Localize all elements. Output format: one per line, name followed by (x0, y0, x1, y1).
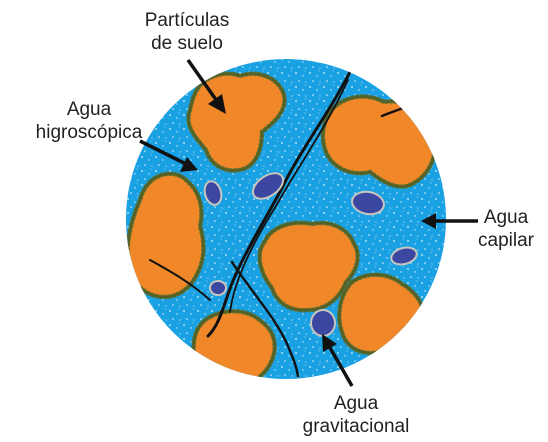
label-gravitational-water-line2: gravitacional (286, 415, 426, 438)
label-hygroscopic-water: Agua higroscópica (24, 98, 154, 144)
label-gravitational-water-line1: Agua (286, 392, 426, 415)
label-capillary-water-line1: Agua (466, 206, 546, 229)
label-capillary-water: Agua capilar (466, 206, 546, 252)
gravitational-water-pocket (311, 310, 335, 336)
label-capillary-water-line2: capilar (466, 229, 546, 252)
gravitational-water-pocket (210, 281, 226, 295)
label-hygroscopic-water-line2: higroscópica (24, 121, 154, 144)
label-soil-particles-line1: Partículas (122, 9, 252, 32)
label-gravitational-water: Agua gravitacional (286, 392, 426, 438)
label-soil-particles-line2: de suelo (122, 32, 252, 55)
label-soil-particles: Partículas de suelo (122, 9, 252, 55)
label-hygroscopic-water-line1: Agua (24, 98, 154, 121)
